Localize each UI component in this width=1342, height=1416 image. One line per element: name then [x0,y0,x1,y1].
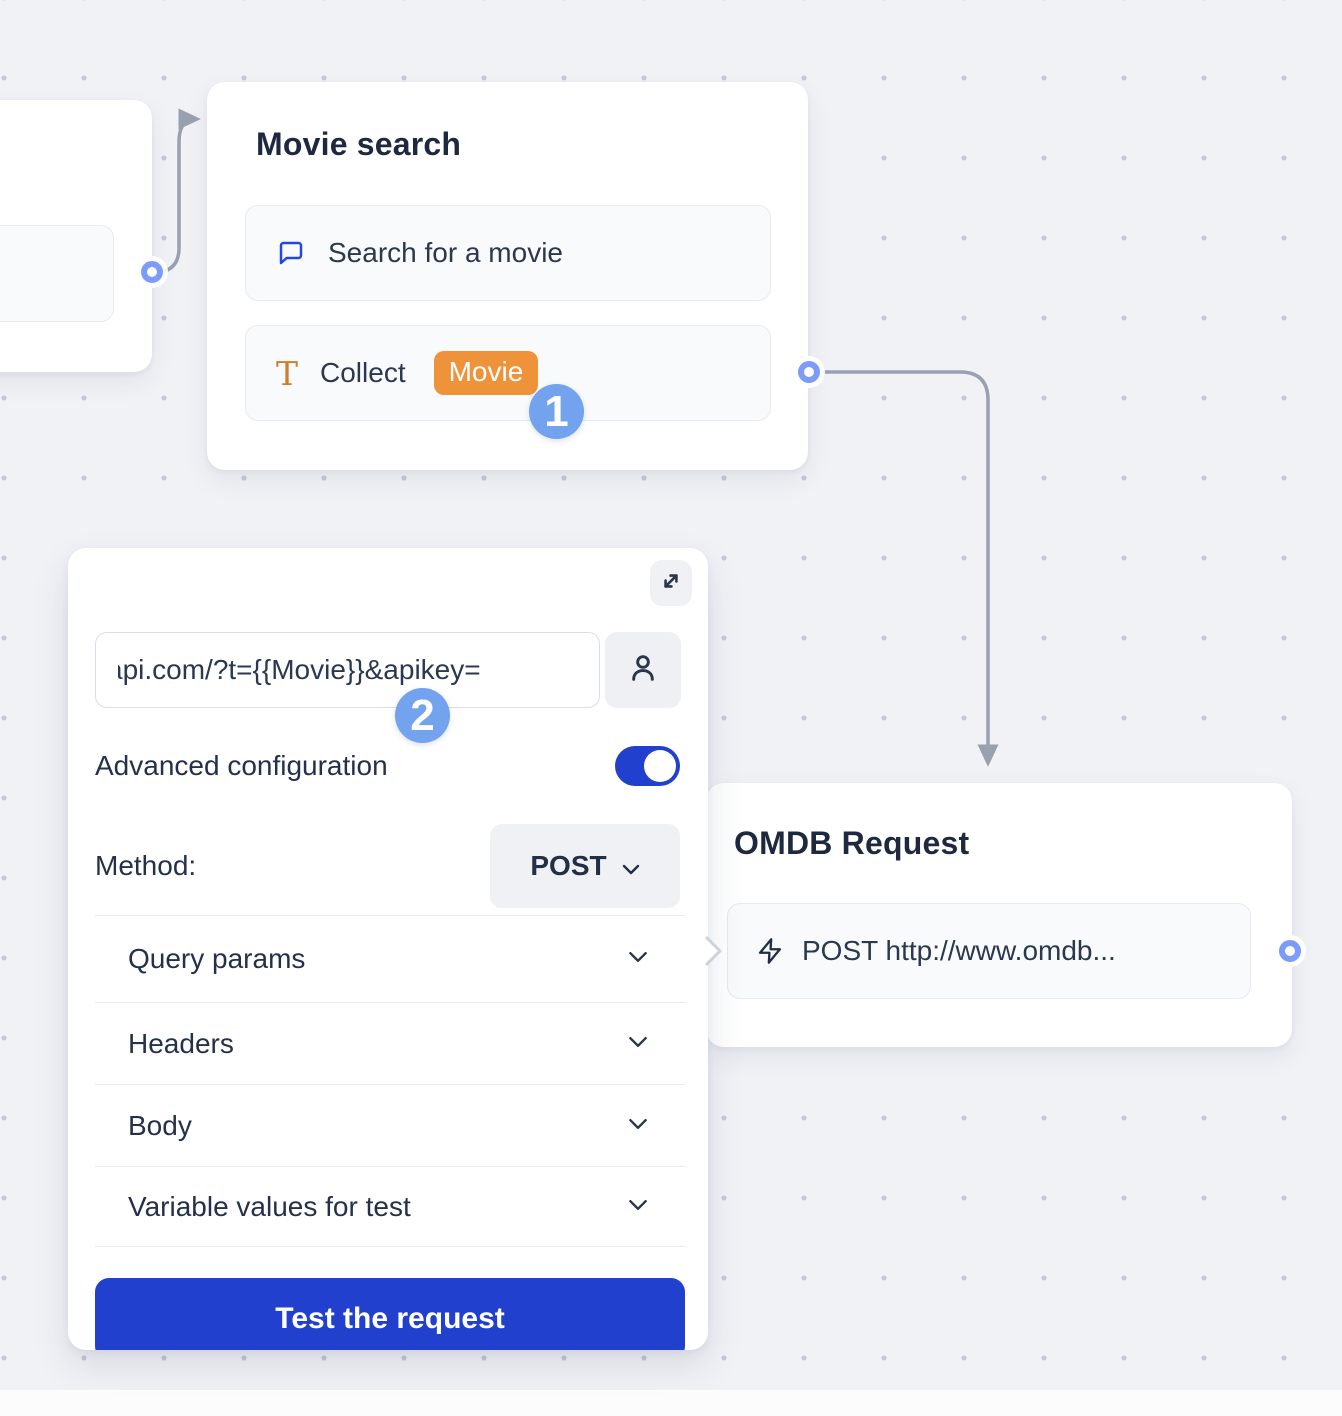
bottom-strip [0,1390,1342,1416]
section-body[interactable]: Body [95,1084,685,1166]
chat-bubble-icon [276,238,306,268]
collapsible-sections: Query params Headers Body Variable value… [95,915,685,1247]
movie-node-item-question[interactable]: Search for a movie [245,205,771,301]
person-icon [627,652,659,689]
text-input-icon: T [276,353,299,393]
toggle-knob [644,750,676,782]
method-label: Method: [95,850,197,881]
movie-node-output-port[interactable] [798,361,820,383]
method-value: POST [530,850,607,881]
step-badge-1: 1 [529,384,584,439]
omdb-node-item-webhook[interactable]: POST http://www.omdb... [727,903,1251,999]
section-variable-values[interactable]: Variable values for test [95,1166,685,1247]
chevron-down-icon [628,950,648,968]
omdb-item-label: POST http://www.omdb... [802,935,1116,966]
omdb-node-output-port[interactable] [1279,940,1301,962]
omdb-node-title: OMDB Request [734,825,970,861]
expand-button[interactable] [650,560,692,606]
connector-movie-to-omdb [822,370,999,767]
variable-badge-movie[interactable]: Movie [433,351,539,395]
chevron-down-icon [628,1198,648,1216]
method-select[interactable]: POST [490,824,680,908]
test-request-button[interactable]: Test the request [95,1278,685,1350]
section-headers[interactable]: Headers [95,1002,685,1084]
advanced-configuration-label: Advanced configuration [95,750,388,781]
chevron-down-icon [628,1035,648,1053]
movie-node-item-collect[interactable]: T Collect Movie [245,325,771,421]
chevron-down-icon [622,850,640,882]
movie-search-node[interactable]: Movie search Search for a movie T Collec… [207,82,808,470]
lightning-icon [756,937,784,965]
section-query-params[interactable]: Query params [95,915,685,1002]
movie-item-label: Search for a movie [328,237,563,268]
insert-variable-button[interactable] [605,632,681,708]
left-node[interactable] [0,100,152,372]
step-badge-2: 2 [395,688,450,743]
request-config-panel[interactable]: Advanced configuration Method: POST Quer… [68,548,708,1350]
left-node-output-port[interactable] [141,261,163,283]
panel-caret [705,936,722,966]
chevron-down-icon [628,1117,648,1135]
expand-icon [658,568,684,599]
left-node-item[interactable] [0,225,114,322]
advanced-configuration-toggle[interactable] [615,746,680,786]
omdb-request-node[interactable]: OMDB Request POST http://www.omdb... [706,783,1292,1047]
collect-item-label: Collect [320,357,406,388]
url-input[interactable] [95,632,600,708]
movie-node-title: Movie search [256,126,462,162]
connector-left-to-movie [153,108,201,275]
